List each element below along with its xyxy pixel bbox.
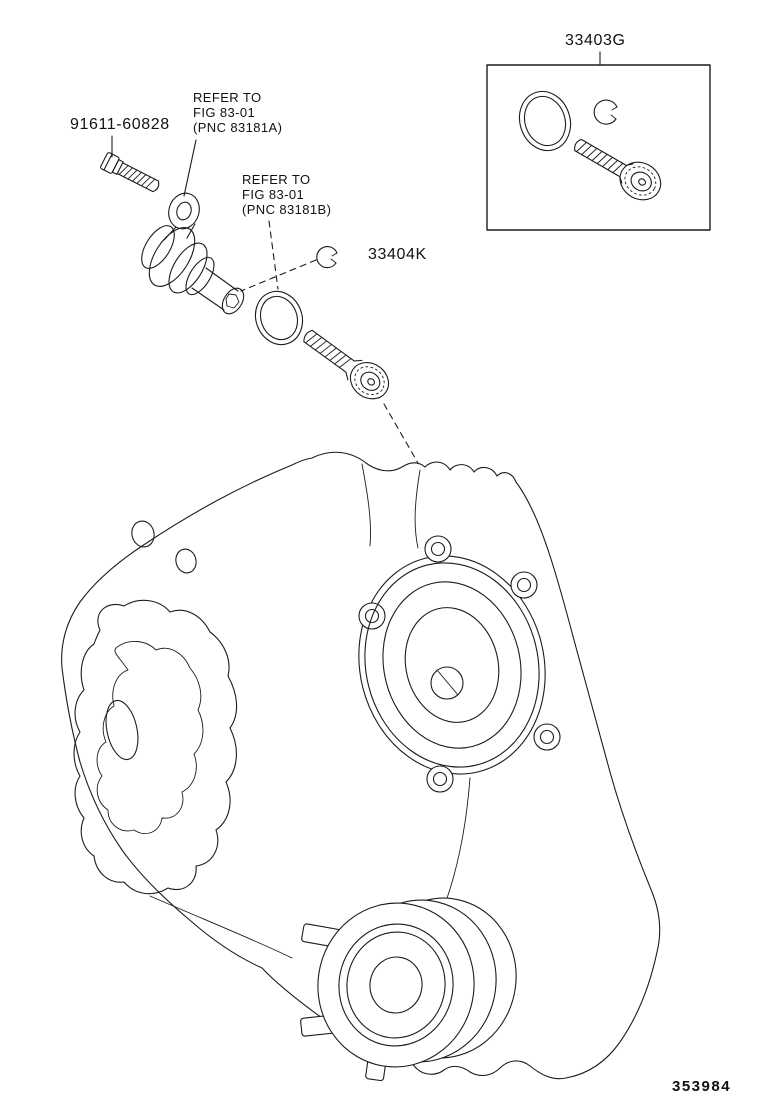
note-refer-b-line3: (PNC 83181B)	[242, 202, 332, 217]
part-label-oring: 33404K	[368, 246, 427, 263]
output-flange-drawing	[358, 535, 561, 793]
part-label-bolt: 91611-60828	[70, 116, 170, 133]
bolt-drawing	[100, 152, 160, 193]
part-label-kit: 33403G	[565, 32, 626, 49]
speed-sensor-assembly-drawing	[141, 192, 245, 315]
kit-o-ring-drawing	[518, 90, 572, 152]
driven-gear-drawing	[303, 329, 390, 400]
note-refer-a-line2: FIG 83-01	[193, 105, 256, 120]
o-ring-drawing	[254, 290, 304, 346]
case-left-face	[73, 599, 238, 895]
case-outline	[61, 451, 661, 1080]
kit-snap-ring-drawing	[593, 99, 618, 125]
leader-gear-dashed	[383, 403, 419, 464]
case-left-face-hole	[105, 699, 139, 761]
note-refer-b: REFER TO FIG 83-01 (PNC 83181B)	[242, 172, 331, 217]
kit-box-frame	[486, 64, 711, 231]
leader-note-a	[183, 139, 197, 197]
note-refer-b-line1: REFER TO	[242, 172, 311, 187]
note-refer-b-line2: FIG 83-01	[242, 187, 305, 202]
case-hole-2	[175, 548, 197, 574]
kit-33403g-box	[486, 64, 711, 231]
drawing-number: 353984	[672, 1078, 732, 1095]
note-refer-a: REFER TO FIG 83-01 (PNC 83181A)	[193, 90, 282, 135]
output-hub-drawing	[300, 897, 517, 1082]
leader-note-b-dashed	[268, 220, 279, 290]
note-refer-a-line3: (PNC 83181A)	[193, 120, 283, 135]
note-refer-a-line1: REFER TO	[193, 90, 262, 105]
leader-lines	[111, 51, 601, 464]
leader-snap-ring-dashed	[240, 259, 317, 292]
case-hole-1	[131, 520, 155, 548]
snap-ring-drawing	[316, 246, 338, 269]
kit-driven-gear-drawing	[574, 138, 662, 201]
